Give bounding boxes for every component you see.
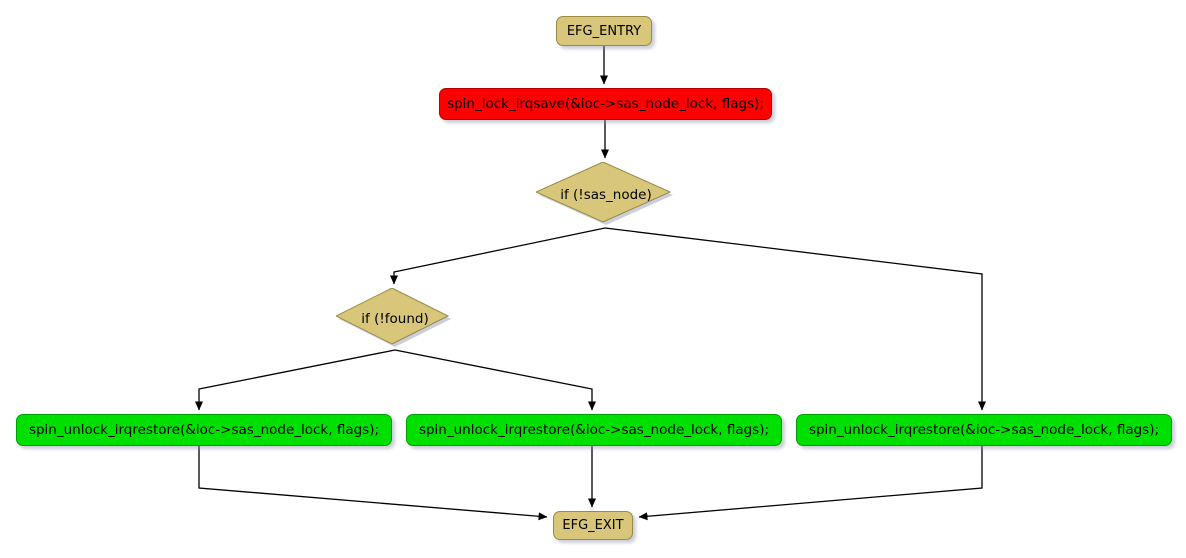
- edge-unlock-left-to-exit: [198, 446, 548, 521]
- node-decision-if-sas-node[interactable]: if (!sas_node): [536, 162, 676, 228]
- node-efg-exit[interactable]: EFG_EXIT: [553, 511, 633, 540]
- node-efg-exit-label: EFG_EXIT: [562, 518, 624, 533]
- node-spin-unlock-irqrestore-middle[interactable]: spin_unlock_irqrestore(&ioc->sas_node_lo…: [406, 414, 782, 446]
- node-spin-unlock-irqrestore-middle-label: spin_unlock_irqrestore(&ioc->sas_node_lo…: [418, 422, 770, 438]
- node-decision-if-found-label: if (!found): [361, 311, 429, 327]
- edge-if-found-to-unlock-left: [195, 349, 396, 411]
- edge-if-sas-node-to-unlock-right: [604, 227, 986, 411]
- node-efg-entry-label: EFG_ENTRY: [566, 23, 642, 39]
- node-spin-unlock-irqrestore-right-label: spin_unlock_irqrestore(&ioc->sas_node_lo…: [808, 422, 1160, 438]
- node-spin-unlock-irqrestore-right[interactable]: spin_unlock_irqrestore(&ioc->sas_node_lo…: [796, 414, 1172, 446]
- node-efg-entry[interactable]: EFG_ENTRY: [556, 16, 652, 46]
- node-decision-if-found[interactable]: if (!found): [336, 288, 454, 350]
- diamond-shape-if-found: [336, 288, 451, 347]
- edge-unlock-right-to-exit: [638, 446, 983, 521]
- node-spin-lock-irqsave-label: spin_lock_irqsave(&ioc->sas_node_lock, f…: [447, 96, 764, 112]
- node-spin-lock-irqsave[interactable]: spin_lock_irqsave(&ioc->sas_node_lock, f…: [439, 88, 772, 120]
- node-decision-if-sas-node-label: if (!sas_node): [560, 187, 652, 203]
- edge-if-sas-node-to-if-found: [390, 227, 606, 285]
- node-spin-unlock-irqrestore-left[interactable]: spin_unlock_irqrestore(&ioc->sas_node_lo…: [16, 414, 392, 446]
- edge-if-found-to-unlock-middle: [394, 349, 596, 411]
- node-spin-unlock-irqrestore-left-label: spin_unlock_irqrestore(&ioc->sas_node_lo…: [28, 422, 380, 438]
- diamond-shape-if-sas-node: [536, 162, 673, 225]
